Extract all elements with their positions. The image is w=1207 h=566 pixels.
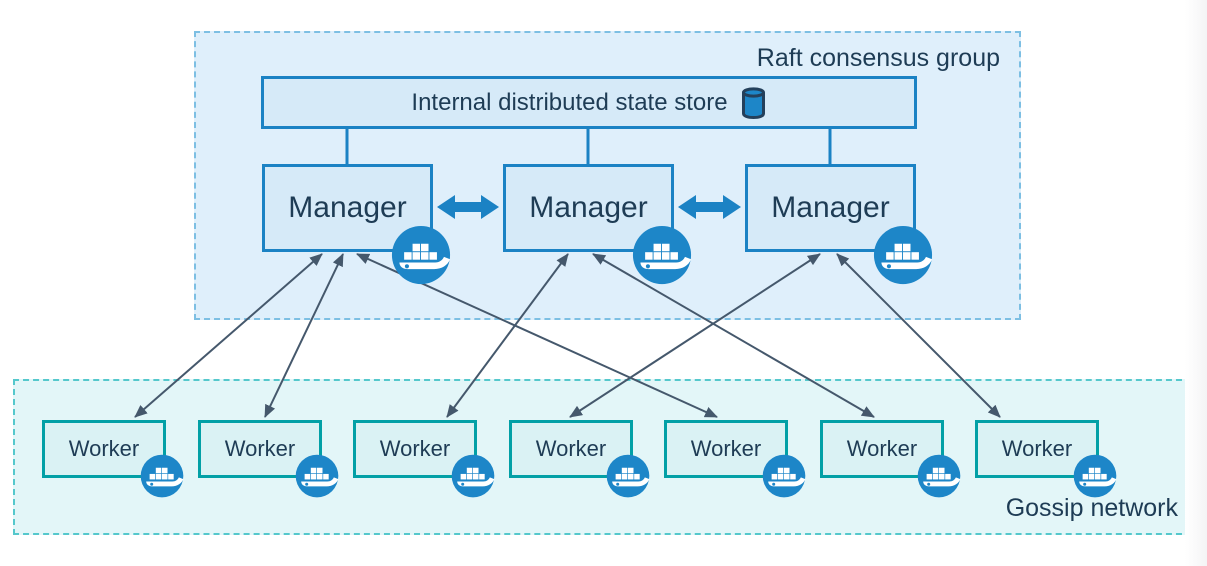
worker-node-3: Worker — [353, 420, 477, 478]
state-store-label: Internal distributed state store — [411, 88, 728, 116]
docker-whale-icon — [1073, 454, 1117, 498]
manager-label: Manager — [529, 191, 648, 224]
docker-whale-icon — [140, 454, 184, 498]
worker-label: Worker — [535, 436, 607, 461]
docker-whale-icon — [295, 454, 339, 498]
manager-label: Manager — [771, 191, 890, 224]
manager-label: Manager — [288, 191, 407, 224]
raft-group-label: Raft consensus group — [756, 44, 1000, 72]
worker-label: Worker — [846, 436, 918, 461]
worker-node-5: Worker — [664, 420, 788, 478]
docker-whale-icon — [873, 225, 933, 285]
manager-worker-arrows — [134, 253, 1001, 418]
docker-whale-icon — [917, 454, 961, 498]
worker-label: Worker — [224, 436, 296, 461]
page-edge-shading — [1185, 0, 1207, 566]
docker-whale-icon — [606, 454, 650, 498]
manager-peer-arrows — [437, 195, 741, 219]
docker-whale-icon — [451, 454, 495, 498]
docker-whale-icon — [762, 454, 806, 498]
store-manager-links — [345, 127, 832, 166]
state-store-node: Internal distributed state store — [261, 76, 917, 129]
worker-label: Worker — [690, 436, 762, 461]
docker-whale-icon — [632, 225, 692, 285]
worker-label: Worker — [379, 436, 451, 461]
database-cylinder-icon — [741, 86, 765, 119]
gossip-network-label: Gossip network — [1005, 494, 1178, 522]
worker-label: Worker — [1001, 436, 1073, 461]
worker-label: Worker — [68, 436, 140, 461]
docker-whale-icon — [391, 225, 451, 285]
